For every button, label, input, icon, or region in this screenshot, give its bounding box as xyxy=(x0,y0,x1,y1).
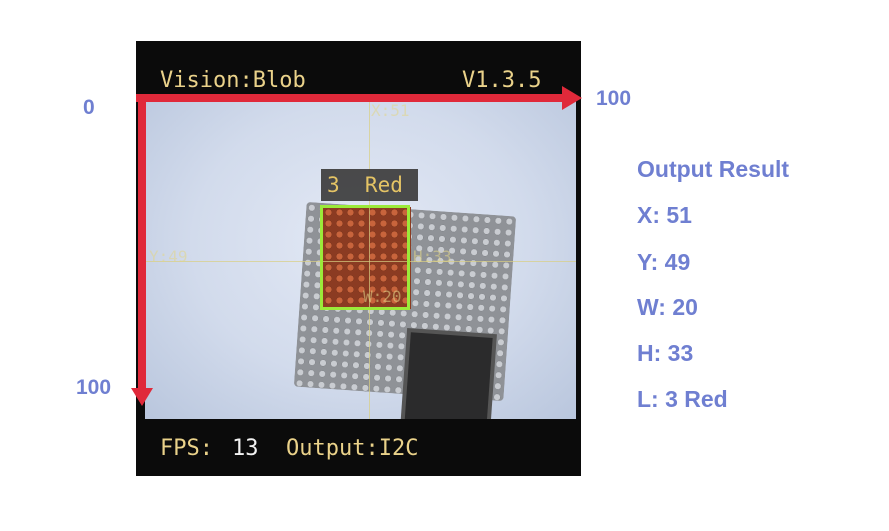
blob-label-background: 3 Red xyxy=(321,169,418,201)
y-axis-max-label: 100 xyxy=(76,376,112,399)
crosshair-x-readout: X:51 xyxy=(371,101,410,120)
axis-origin-label: 0 xyxy=(83,96,95,119)
device-top-bar: Vision:Blob V1.3.5 xyxy=(136,41,581,97)
result-l: L: 3 Red xyxy=(637,386,728,412)
result-w: W: 20 xyxy=(637,294,698,320)
result-x: X: 51 xyxy=(637,202,692,228)
y-axis-arrow xyxy=(138,94,146,390)
x-axis-max-label: 100 xyxy=(596,87,632,110)
crosshair-vertical xyxy=(369,97,370,419)
crosshair-horizontal xyxy=(145,261,576,262)
y-axis-arrowhead xyxy=(131,388,153,406)
red-brick-plate xyxy=(323,207,411,309)
vision-mode-label: Vision:Blob xyxy=(160,68,306,93)
x-axis-arrow xyxy=(136,94,564,102)
fps-label: FPS: xyxy=(160,436,213,461)
blob-label-text: 3 Red xyxy=(327,173,403,197)
result-y: Y: 49 xyxy=(637,249,691,275)
camera-view: X:51 Y:49 H:33 W:20 3 Red xyxy=(145,97,576,419)
device-bottom-bar: FPS: 13 Output:I2C xyxy=(136,419,581,476)
blob-height-readout: H:33 xyxy=(413,247,452,266)
crosshair-y-readout: Y:49 xyxy=(149,247,188,266)
blob-width-readout: W:20 xyxy=(363,287,402,306)
dark-brick-tile xyxy=(403,332,493,419)
output-mode-label: Output:I2C xyxy=(286,436,419,461)
firmware-version: V1.3.5 xyxy=(462,68,542,93)
output-result-title: Output Result xyxy=(637,156,790,182)
x-axis-arrowhead xyxy=(562,86,582,110)
blob-bounding-box xyxy=(320,205,410,310)
fps-value: 13 xyxy=(232,436,259,461)
result-h: H: 33 xyxy=(637,340,694,366)
device-screen: Vision:Blob V1.3.5 X:51 Y:49 H:33 W:20 3… xyxy=(136,41,581,476)
